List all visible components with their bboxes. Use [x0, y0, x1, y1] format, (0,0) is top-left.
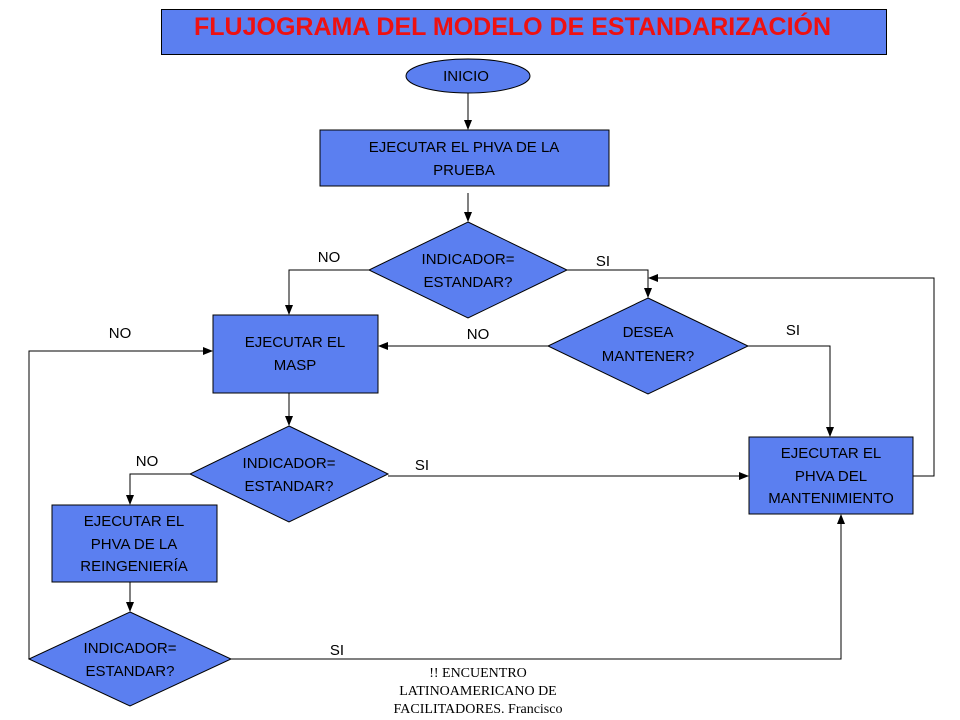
label-si-indicador-1: SI — [596, 253, 610, 270]
footer-line3: FACILITADORES. Francisco — [393, 702, 563, 717]
masp-label-line1: EJECUTAR EL — [245, 334, 346, 351]
desea-mantener-label-line2: MANTENER? — [602, 348, 695, 365]
decision-indicador-3 — [27, 611, 233, 707]
label-si-indicador-2: SI — [415, 457, 429, 474]
process-phva-reingenieria — [51, 504, 218, 583]
label-no-desea-mantener: NO — [467, 326, 490, 343]
footer-caption: !! ENCUENTRO LATINOAMERICANO DE FACILITA… — [342, 665, 614, 719]
reingenieria-label-line3: REINGENIERÍA — [80, 558, 188, 575]
phva-prueba-label-line1: EJECUTAR EL PHVA DE LA — [369, 139, 560, 156]
decision-indicador-2 — [188, 425, 390, 523]
indicador-2-label-line2: ESTANDAR? — [245, 478, 334, 495]
label-no-indicador-2: NO — [136, 453, 159, 470]
reingenieria-label-line2: PHVA DE LA — [91, 536, 177, 553]
desea-mantener-label-line1: DESEA — [623, 324, 674, 341]
indicador-1-label-line2: ESTANDAR? — [424, 274, 513, 291]
mantenimiento-label-line2: PHVA DEL — [795, 468, 867, 485]
label-si-indicador-3: SI — [330, 642, 344, 659]
connector-indicador-3-no-loop — [28, 347, 213, 659]
connector-desea-si-to-mantenimiento — [748, 345, 834, 437]
label-no-indicador-1: NO — [318, 249, 341, 266]
process-phva-mantenimiento — [748, 436, 914, 515]
indicador-3-label-line1: INDICADOR= — [84, 640, 177, 657]
masp-label-line2: MASP — [274, 357, 317, 374]
diagram-title: FLUJOGRAMA DEL MODELO DE ESTANDARIZACIÓN — [194, 13, 832, 41]
connector-indicador-2-no — [126, 473, 190, 505]
label-si-desea-mantener: SI — [786, 322, 800, 339]
connector-mantenimiento-loop — [648, 274, 935, 477]
reingenieria-label-line1: EJECUTAR EL — [84, 513, 185, 530]
phva-prueba-label-line2: PRUEBA — [433, 162, 495, 179]
decision-indicador-1 — [367, 221, 569, 319]
label-no-masp-loop: NO — [109, 325, 132, 342]
connector-indicador-1-si — [567, 269, 652, 298]
indicador-1-label-line1: INDICADOR= — [422, 251, 515, 268]
indicador-2-label-line1: INDICADOR= — [243, 455, 336, 472]
process-masp — [212, 314, 379, 394]
mantenimiento-label-line3: MANTENIMIENTO — [768, 490, 894, 507]
connector-indicador-3-si — [231, 514, 845, 660]
connector-indicador-1-no — [285, 269, 369, 315]
footer-line1: !! ENCUENTRO — [429, 666, 527, 681]
title-banner — [161, 9, 887, 55]
mantenimiento-label-line1: EJECUTAR EL — [781, 445, 882, 462]
start-node-label: INICIO — [443, 68, 489, 85]
process-phva-prueba — [319, 129, 610, 187]
decision-desea-mantener — [546, 297, 750, 395]
footer-line2: LATINOAMERICANO DE — [399, 684, 557, 699]
indicador-3-label-line2: ESTANDAR? — [86, 663, 175, 680]
